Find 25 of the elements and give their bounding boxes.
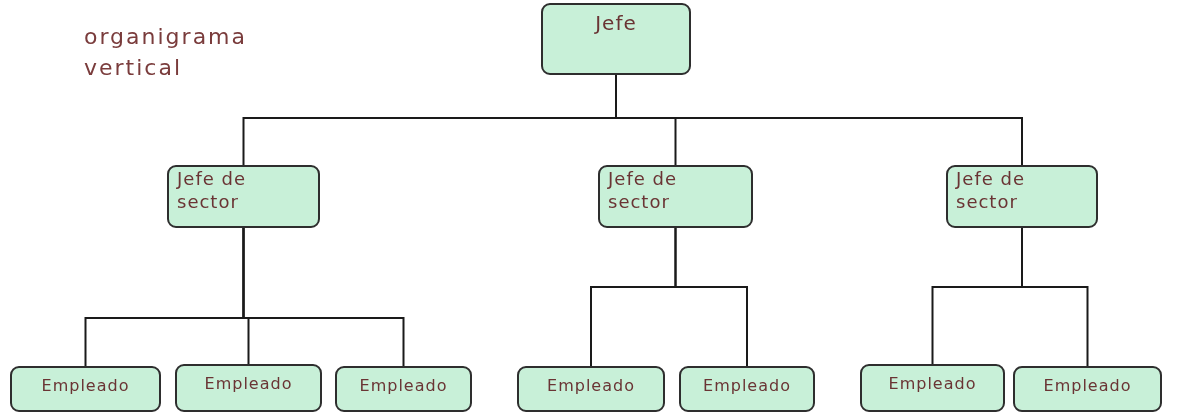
box-label: Empleado	[546, 376, 636, 396]
box-label: Empleado	[203, 374, 294, 394]
employee-box	[10, 366, 161, 412]
box-label: Jefe de sector	[956, 168, 1026, 213]
employee-box	[335, 366, 472, 412]
box-label: Empleado	[1042, 376, 1133, 396]
employee-box	[679, 366, 815, 412]
box-label: Empleado	[40, 376, 131, 396]
employee-box	[175, 364, 322, 412]
box-label: Empleado	[887, 374, 978, 394]
box-label: Jefe de sector	[177, 168, 247, 213]
employee-box	[1013, 366, 1162, 412]
connector-line	[242, 227, 405, 367]
connector-line	[674, 227, 748, 367]
manager-box	[946, 165, 1098, 228]
box-label: Jefe	[593, 11, 638, 36]
employee-box	[517, 366, 665, 412]
box-label: Empleado	[358, 376, 449, 396]
box-label: Jefe de sector	[608, 168, 678, 213]
boss-box	[541, 3, 691, 75]
diagram-title: organigrama vertical	[84, 23, 249, 82]
box-label: Empleado	[702, 376, 792, 396]
manager-box	[167, 165, 320, 228]
manager-box	[598, 165, 753, 228]
employee-box	[860, 364, 1005, 412]
